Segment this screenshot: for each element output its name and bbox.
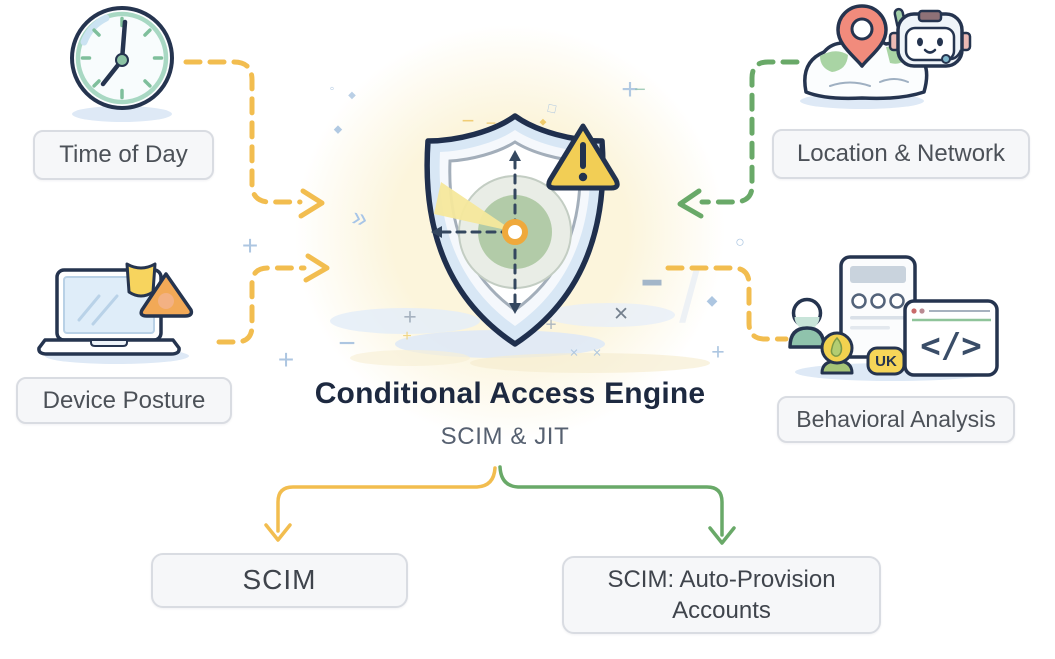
warning-triangle-icon	[546, 123, 620, 191]
profile-card-icon	[839, 255, 917, 359]
device-posture-label-pill: Device Posture	[16, 377, 232, 424]
cloud-shape	[330, 308, 480, 334]
robot-icon	[888, 7, 972, 68]
clock-icon	[70, 6, 174, 122]
behavioral-analysis-label: Behavioral Analysis	[796, 406, 996, 432]
arrow-engine-to-scim	[264, 466, 497, 542]
laptop-warning-icon	[37, 262, 194, 364]
decoration-mark: ◦	[329, 80, 335, 96]
engine-title: Conditional Access Engine	[314, 377, 706, 410]
radar-crosshair-icon	[431, 150, 572, 314]
cloud-shape	[470, 353, 710, 373]
location-network-label: Location & Network	[796, 140, 1006, 167]
engine-subtitle: SCIM & JIT	[440, 423, 570, 450]
decoration-mark: +	[711, 338, 725, 365]
map-pin-icon	[836, 4, 888, 68]
location-network-label-pill: Location & Network	[772, 129, 1030, 179]
shield-radar-icon	[424, 113, 620, 347]
cloud-shape	[545, 303, 675, 327]
globe-pin-robot-icon	[800, 4, 972, 109]
decoration-mark: ○	[735, 234, 745, 251]
decoration-mark: +	[277, 344, 295, 375]
behavioral-analysis-label-pill: Behavioral Analysis	[777, 396, 1015, 443]
user-activity-code-icon: UK </>	[788, 255, 999, 381]
warning-flag-icon	[125, 262, 157, 298]
uk-badge-label: UK	[875, 353, 897, 370]
auto-provision-output-box: SCIM: Auto-Provision Accounts	[562, 556, 881, 634]
device-posture-label: Device Posture	[42, 386, 206, 414]
scim-output-box: SCIM	[151, 553, 408, 608]
arrow-engine-to-auto-provision	[498, 465, 736, 545]
warning-triangle-icon	[139, 272, 194, 318]
time-of-day-label-pill: Time of Day	[33, 130, 214, 180]
code-glyph: </>	[920, 326, 981, 366]
user-avatar-icon	[788, 297, 826, 349]
time-of-day-label: Time of Day	[59, 141, 188, 168]
flame-badge-icon	[820, 331, 854, 375]
scim-output-label: SCIM	[242, 564, 317, 596]
auto-provision-output-label: SCIM: Auto-Provision Accounts	[607, 565, 836, 624]
browser-code-icon: </>	[903, 299, 999, 377]
decoration-mark: +	[241, 230, 259, 261]
uk-badge: UK	[866, 346, 906, 376]
cloud-shape	[350, 350, 470, 366]
